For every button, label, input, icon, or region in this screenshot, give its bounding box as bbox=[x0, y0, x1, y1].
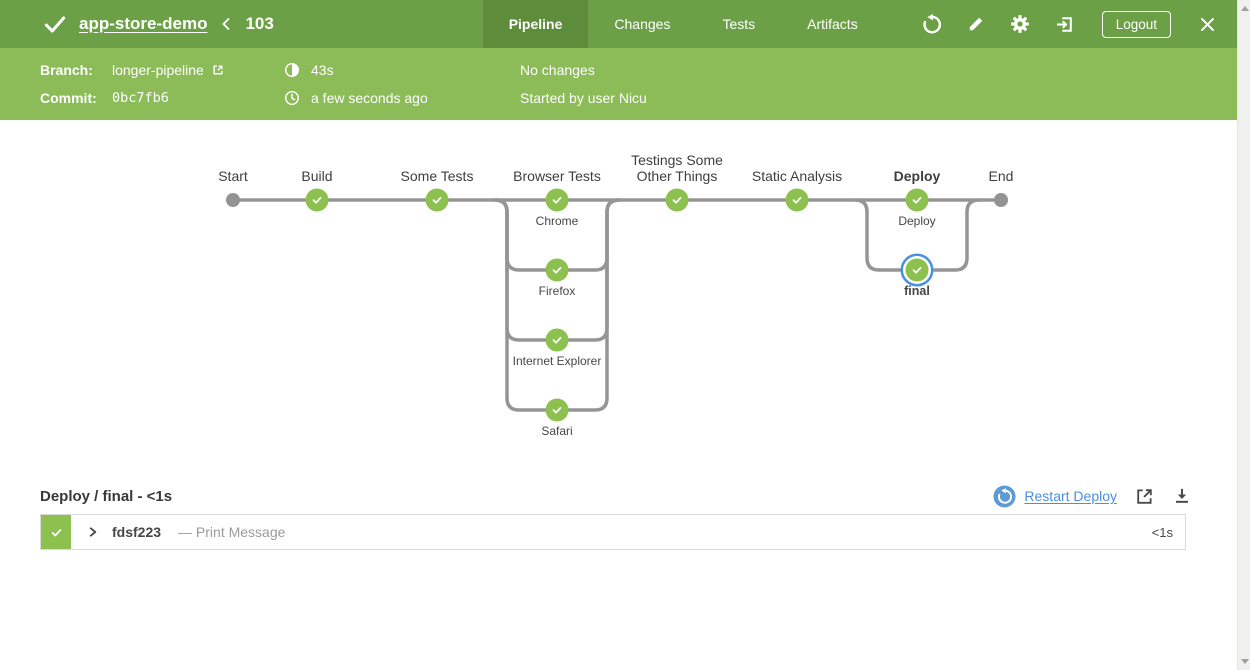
pipeline-graph: Start Build Some Tests Browser Tests Tes… bbox=[0, 120, 1237, 470]
step-detail-title: Deploy / final - <1s bbox=[40, 487, 173, 505]
changes-text: No changes bbox=[520, 62, 595, 78]
external-link-icon bbox=[211, 63, 225, 77]
node-static-analysis[interactable] bbox=[785, 188, 809, 212]
branch-label-firefox: Firefox bbox=[538, 284, 576, 298]
duration-value: 43s bbox=[311, 62, 334, 78]
step-success-block bbox=[41, 515, 71, 549]
scroll-up-arrow-icon[interactable] bbox=[1241, 6, 1249, 11]
top-bar: app-store-demo 103 Pipeline Changes Test… bbox=[0, 0, 1237, 48]
tab-artifacts[interactable]: Artifacts bbox=[807, 16, 858, 32]
node-chrome[interactable] bbox=[545, 188, 569, 212]
node-firefox[interactable] bbox=[545, 258, 569, 282]
branch-name: longer-pipeline bbox=[112, 62, 204, 78]
logout-button[interactable]: Logout bbox=[1101, 10, 1171, 38]
download-log-icon[interactable] bbox=[1172, 486, 1192, 506]
step-description: — Print Message bbox=[178, 524, 286, 540]
close-icon[interactable] bbox=[1198, 15, 1217, 34]
restart-deploy-link[interactable]: Restart Deploy bbox=[993, 484, 1117, 508]
vertical-scrollbar[interactable] bbox=[1237, 0, 1250, 670]
stage-label-build: Build bbox=[301, 168, 333, 184]
node-deploy[interactable] bbox=[905, 188, 929, 212]
run-number: 103 bbox=[245, 14, 274, 33]
commit-hash: 0bc7fb6 bbox=[112, 90, 169, 106]
branch-label-safari: Safari bbox=[541, 424, 573, 438]
step-duration: <1s bbox=[1151, 524, 1173, 540]
node-testings[interactable] bbox=[665, 188, 689, 212]
log-step-row[interactable]: fdsf223 — Print Message <1s bbox=[40, 514, 1186, 550]
settings-gear-button[interactable] bbox=[1009, 13, 1031, 35]
run-breadcrumb: app-store-demo 103 bbox=[0, 11, 274, 37]
started-ago-value: a few seconds ago bbox=[311, 90, 428, 106]
node-some-tests[interactable] bbox=[425, 188, 449, 212]
duration-row: 43s bbox=[283, 60, 334, 80]
back-chevron-icon bbox=[218, 15, 234, 33]
expand-chevron-icon[interactable] bbox=[86, 525, 99, 539]
branch-label-deploy: Deploy bbox=[898, 214, 936, 228]
restart-icon bbox=[993, 484, 1016, 508]
stage-label-deploy: Deploy bbox=[893, 168, 941, 184]
branch-label-internet-explorer: Internet Explorer bbox=[512, 354, 602, 368]
header-actions: Logout bbox=[884, 10, 1237, 38]
started-row: a few seconds ago bbox=[283, 88, 428, 108]
open-in-new-icon[interactable] bbox=[1134, 486, 1155, 507]
stage-label-static-analysis: Static Analysis bbox=[751, 168, 843, 184]
node-final[interactable] bbox=[905, 258, 929, 282]
branch-label-chrome: Chrome bbox=[535, 214, 579, 228]
exit-to-classic-button[interactable] bbox=[1054, 14, 1075, 35]
node-end bbox=[994, 193, 1008, 207]
stage-label-browser-tests: Browser Tests bbox=[513, 168, 601, 184]
edit-pencil-button[interactable] bbox=[966, 14, 986, 34]
node-internet-explorer[interactable] bbox=[545, 328, 569, 352]
commit-row: Commit: 0bc7fb6 bbox=[40, 88, 169, 108]
tab-changes[interactable]: Changes bbox=[614, 16, 671, 32]
scroll-down-arrow-icon[interactable] bbox=[1241, 659, 1249, 664]
stage-label-testings: Testings Some Other Things bbox=[631, 152, 723, 184]
stage-label-some-tests: Some Tests bbox=[400, 168, 474, 184]
run-success-check-icon bbox=[42, 11, 68, 37]
step-id: fdsf223 bbox=[112, 524, 162, 540]
duration-icon bbox=[283, 61, 301, 79]
trigger-text: Started by user Nicu bbox=[520, 90, 647, 106]
node-start bbox=[226, 193, 240, 207]
pipeline-edges bbox=[233, 198, 1001, 412]
tab-pipeline[interactable]: Pipeline bbox=[482, 0, 589, 48]
branch-label: Branch: bbox=[40, 62, 93, 78]
node-safari[interactable] bbox=[545, 398, 569, 422]
branch-row: Branch: longer-pipeline bbox=[40, 60, 225, 80]
stage-label-end: End bbox=[988, 168, 1014, 184]
branch-label-final: final bbox=[904, 284, 930, 298]
project-link[interactable]: app-store-demo bbox=[79, 14, 208, 33]
stage-label-start: Start bbox=[218, 168, 248, 184]
step-detail-actions: Restart Deploy bbox=[993, 484, 1192, 508]
tab-bar: Pipeline Changes Tests Artifacts bbox=[482, 0, 884, 48]
commit-label: Commit: bbox=[40, 90, 97, 106]
node-build[interactable] bbox=[305, 188, 329, 212]
step-detail-header: Deploy / final - <1s Restart Deploy bbox=[40, 474, 1192, 518]
clock-icon bbox=[283, 89, 301, 107]
branch-link[interactable]: longer-pipeline bbox=[112, 62, 225, 78]
restart-link-text: Restart Deploy bbox=[1024, 488, 1117, 504]
rerun-button[interactable] bbox=[920, 13, 943, 36]
tab-tests[interactable]: Tests bbox=[722, 16, 756, 32]
run-details-bar: Branch: longer-pipeline Commit: 0bc7fb6 bbox=[0, 48, 1237, 120]
